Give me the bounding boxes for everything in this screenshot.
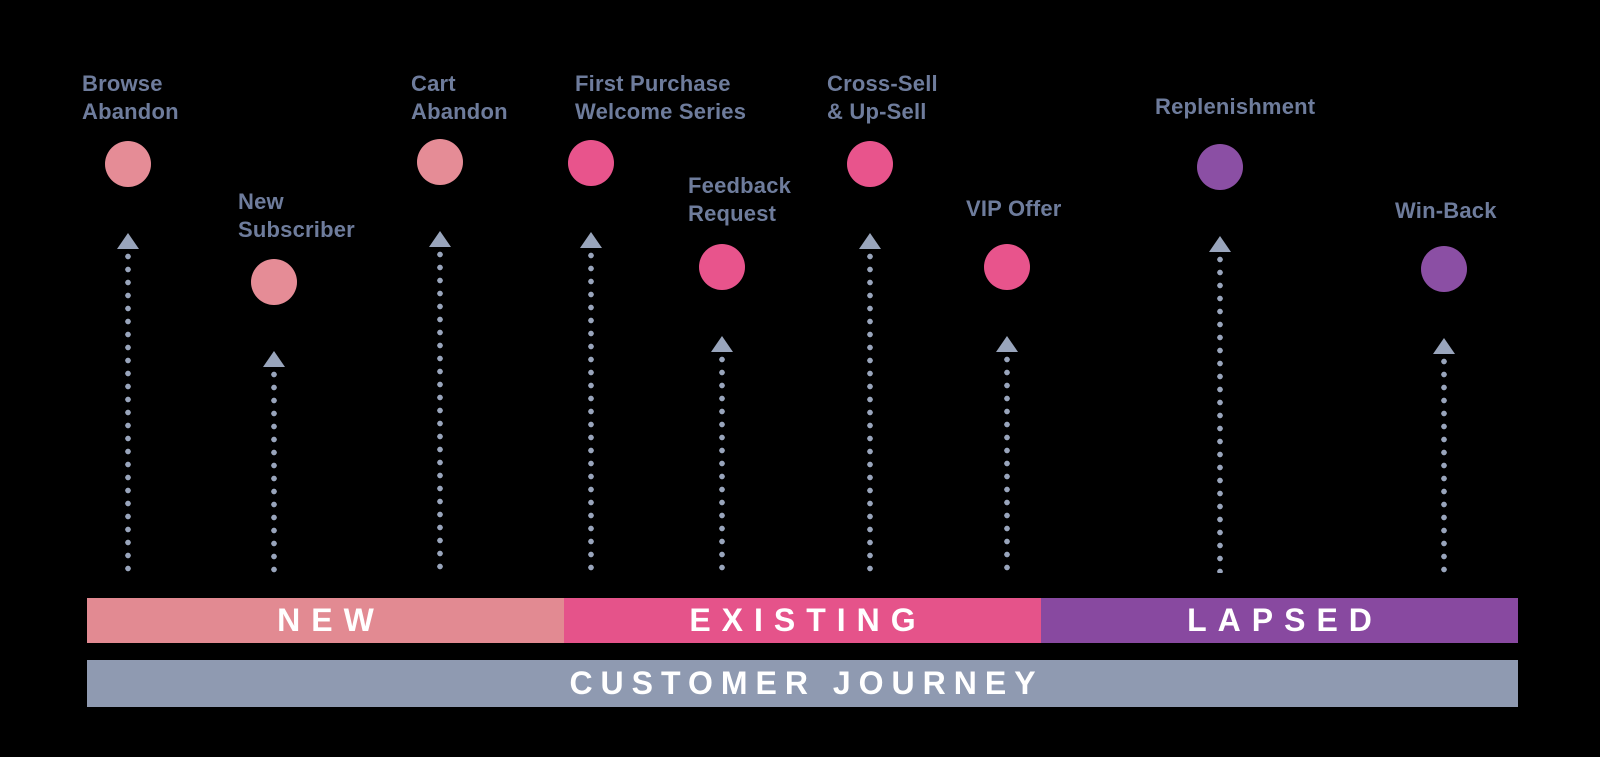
- touchpoint-dot: [1197, 144, 1243, 190]
- touchpoint-dot: [847, 141, 893, 187]
- touchpoint-dot: [984, 244, 1030, 290]
- touchpoint-dot: [1421, 246, 1467, 292]
- touchpoint-label: First Purchase Welcome Series: [575, 71, 747, 124]
- touchpoint-label: Browse Abandon: [82, 71, 179, 124]
- segment-lapsed: LAPSED: [1041, 598, 1518, 643]
- arrow-up-icon: [117, 233, 139, 249]
- arrow-up-icon: [429, 231, 451, 247]
- touchpoint-label: Cross-Sell & Up-Sell: [827, 71, 938, 124]
- arrow-dotted-line: [271, 371, 277, 573]
- touchpoint-label: Win-Back: [1395, 198, 1497, 223]
- arrow-up-icon: [1209, 236, 1231, 252]
- arrow-dotted-line: [1217, 256, 1223, 573]
- arrow-dotted-line: [867, 253, 873, 573]
- touchpoint-label: VIP Offer: [966, 196, 1062, 221]
- arrow-dotted-line: [1441, 358, 1447, 573]
- arrow-up-icon: [859, 233, 881, 249]
- touchpoint-dot: [417, 139, 463, 185]
- journey-bar: CUSTOMER JOURNEY: [87, 660, 1518, 707]
- arrow-up-icon: [996, 336, 1018, 352]
- touchpoint-label: New Subscriber: [238, 189, 355, 242]
- arrow-up-icon: [263, 351, 285, 367]
- touchpoint-dot: [568, 140, 614, 186]
- touchpoint-dot: [105, 141, 151, 187]
- arrow-dotted-line: [437, 251, 443, 573]
- arrow-up-icon: [711, 336, 733, 352]
- arrow-dotted-line: [125, 253, 131, 573]
- touchpoint-label: Cart Abandon: [411, 71, 508, 124]
- segment-new: NEW: [87, 598, 564, 643]
- touchpoint-dot: [699, 244, 745, 290]
- arrow-up-icon: [580, 232, 602, 248]
- arrow-dotted-line: [719, 356, 725, 573]
- arrow-dotted-line: [588, 252, 594, 573]
- arrow-up-icon: [1433, 338, 1455, 354]
- segment-existing: EXISTING: [564, 598, 1041, 643]
- arrow-dotted-line: [1004, 356, 1010, 573]
- touchpoint-label: Replenishment: [1155, 94, 1316, 119]
- journey-bar-label: CUSTOMER JOURNEY: [569, 665, 1044, 701]
- touchpoint-dot: [251, 259, 297, 305]
- touchpoint-label: Feedback Request: [688, 173, 792, 226]
